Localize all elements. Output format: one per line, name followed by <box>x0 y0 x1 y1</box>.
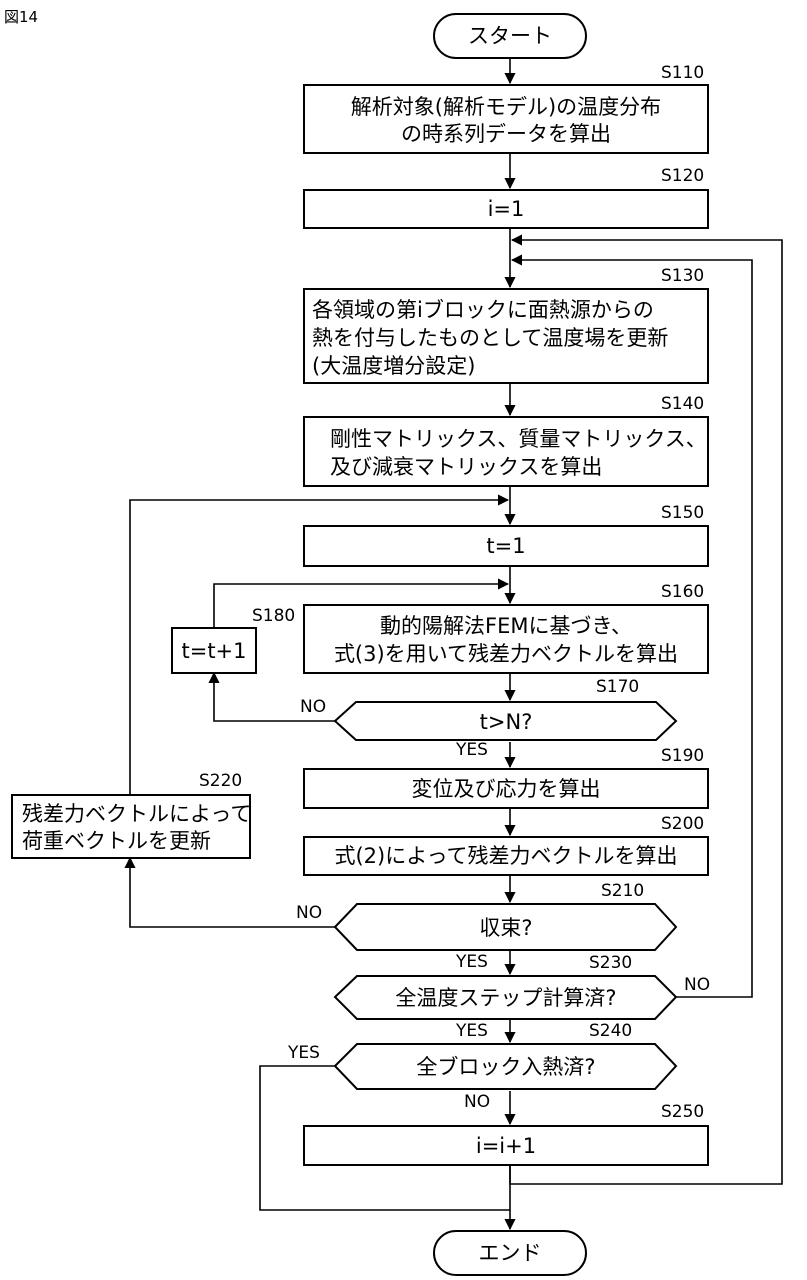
connectors <box>124 58 783 1231</box>
step-s190-line-1: 変位及び応力を算出 <box>412 777 601 801</box>
step-s130-line-1: 各領域の第iブロックに面熱源からの <box>312 298 654 322</box>
label-s240-no: NO <box>464 1092 490 1112</box>
decision-s210-id: S210 <box>601 881 644 901</box>
step-s200: 式(2)によって残差力ベクトルを算出 S200 <box>303 814 709 876</box>
step-s190: 変位及び応力を算出 S190 <box>303 746 709 809</box>
step-s180: t=t+1 S180 <box>171 606 295 674</box>
step-s220: 残差力ベクトルによって 荷重ベクトルを更新 S220 <box>11 771 251 859</box>
decision-s230-text: 全温度ステップ計算済? <box>395 986 616 1010</box>
step-s190-id: S190 <box>661 746 704 766</box>
step-s250: i=i+1 S250 <box>303 1102 709 1166</box>
step-s120: i=1 S120 <box>303 166 709 229</box>
step-s140-line-1: 剛性マトリックス、質量マトリックス、 <box>330 427 707 451</box>
step-s130: 各領域の第iブロックに面熱源からの 熱を付与したものとして温度場を更新 (大温度… <box>303 266 709 384</box>
label-s240-yes: YES <box>287 1043 320 1063</box>
step-s140: 剛性マトリックス、質量マトリックス、 及び減衰マトリックスを算出 S140 <box>303 394 709 487</box>
step-s160: 動的陽解法FEMに基づき、 式(3)を用いて残差力ベクトルを算出 S160 <box>303 582 709 674</box>
branch-labels: NO YES NO YES NO YES YES NO <box>287 697 710 1112</box>
step-s110-line-2: の時系列データを算出 <box>401 122 611 146</box>
decision-s230: 全温度ステップ計算済? S230 <box>333 953 678 1020</box>
start-terminal: スタート <box>433 13 587 59</box>
step-s150: t=1 S150 <box>303 503 709 567</box>
step-s180-line-1: t=t+1 <box>181 639 246 663</box>
step-s200-id: S200 <box>661 814 704 834</box>
decision-s210: 収束? S210 <box>333 881 678 951</box>
step-s150-line-1: t=1 <box>486 534 525 558</box>
label-s210-yes: YES <box>455 952 488 972</box>
decision-s210-text: 収束? <box>479 916 532 940</box>
step-s120-id: S120 <box>661 166 704 186</box>
decision-s240-text: 全ブロック入熱済? <box>416 1055 595 1079</box>
svg-text:スタート: スタート <box>468 24 552 48</box>
step-s110-line-1: 解析対象(解析モデル)の温度分布 <box>351 95 661 119</box>
label-s230-no: NO <box>684 975 710 995</box>
step-s160-id: S160 <box>661 582 704 602</box>
decision-s170: t>N? S170 <box>333 677 678 741</box>
step-s220-line-2: 荷重ベクトルを更新 <box>22 829 211 853</box>
step-s110: 解析対象(解析モデル)の温度分布 の時系列データを算出 S110 <box>303 63 709 154</box>
step-s130-line-2: 熱を付与したものとして温度場を更新 <box>312 326 668 350</box>
label-s170-no: NO <box>300 697 326 717</box>
step-s140-line-2: 及び減衰マトリックスを算出 <box>330 455 602 479</box>
decision-s240: 全ブロック入熱済? S240 <box>333 1021 678 1090</box>
step-s160-line-1: 動的陽解法FEMに基づき、 <box>380 614 632 638</box>
end-terminal: エンド <box>433 1230 587 1276</box>
figure-label: 図14 <box>4 8 38 26</box>
label-s170-yes: YES <box>455 740 488 760</box>
step-s220-id: S220 <box>199 771 242 791</box>
step-s180-id: S180 <box>252 606 295 626</box>
decision-s170-id: S170 <box>596 677 639 697</box>
step-s110-id: S110 <box>661 63 704 83</box>
label-s230-yes: YES <box>455 1021 488 1041</box>
step-s120-line-1: i=1 <box>488 197 525 221</box>
step-s250-id: S250 <box>661 1102 704 1122</box>
step-s160-line-2: 式(3)を用いて残差力ベクトルを算出 <box>334 642 678 666</box>
step-s140-id: S140 <box>661 394 704 414</box>
step-s250-line-1: i=i+1 <box>476 1134 536 1158</box>
svg-text:エンド: エンド <box>479 1241 542 1265</box>
step-s130-line-3: (大温度増分設定) <box>312 354 475 378</box>
decision-s170-text: t>N? <box>480 710 533 734</box>
decision-s240-id: S240 <box>589 1021 632 1041</box>
step-s150-id: S150 <box>661 503 704 523</box>
step-s130-id: S130 <box>661 266 704 286</box>
step-s200-line-1: 式(2)によって残差力ベクトルを算出 <box>334 844 677 868</box>
label-s210-no: NO <box>296 903 322 923</box>
decision-s230-id: S230 <box>589 953 632 973</box>
step-s220-line-1: 残差力ベクトルによって <box>22 802 251 826</box>
